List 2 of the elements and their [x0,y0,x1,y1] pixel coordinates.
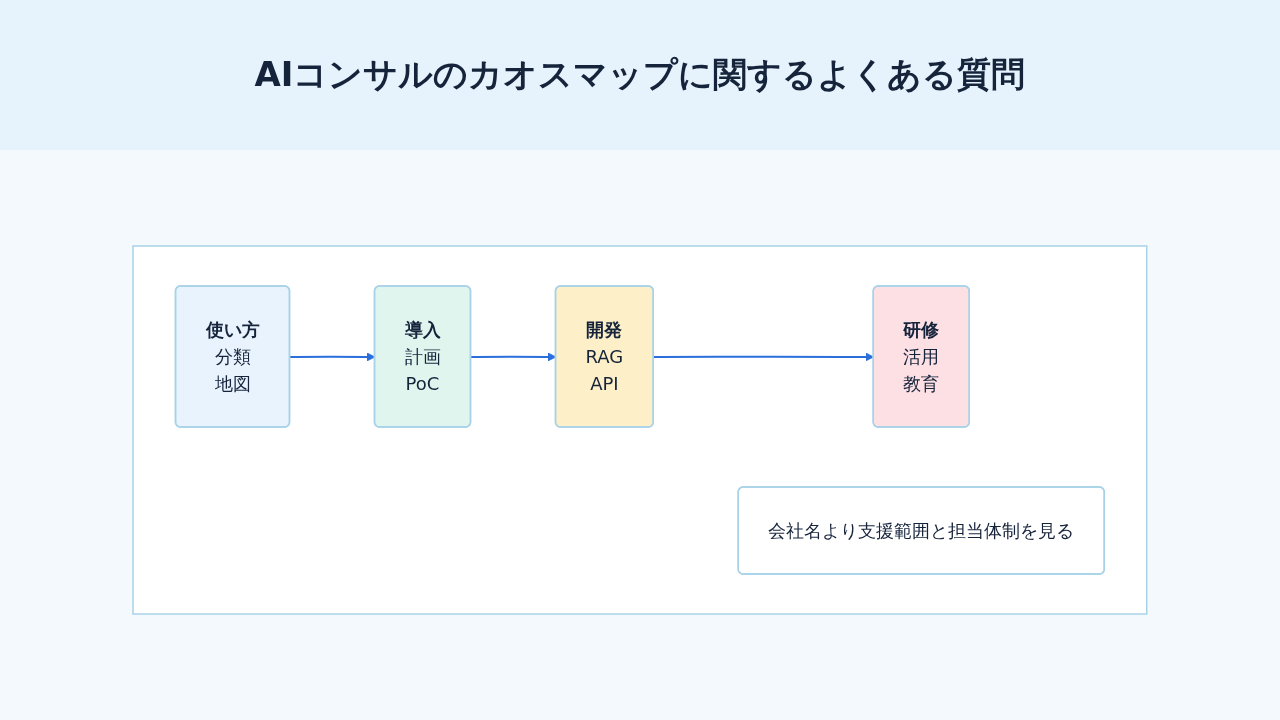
title: AIコンサルのカオスマップに関するよくある質問 [254,53,1026,96]
cluster [132,245,1148,615]
